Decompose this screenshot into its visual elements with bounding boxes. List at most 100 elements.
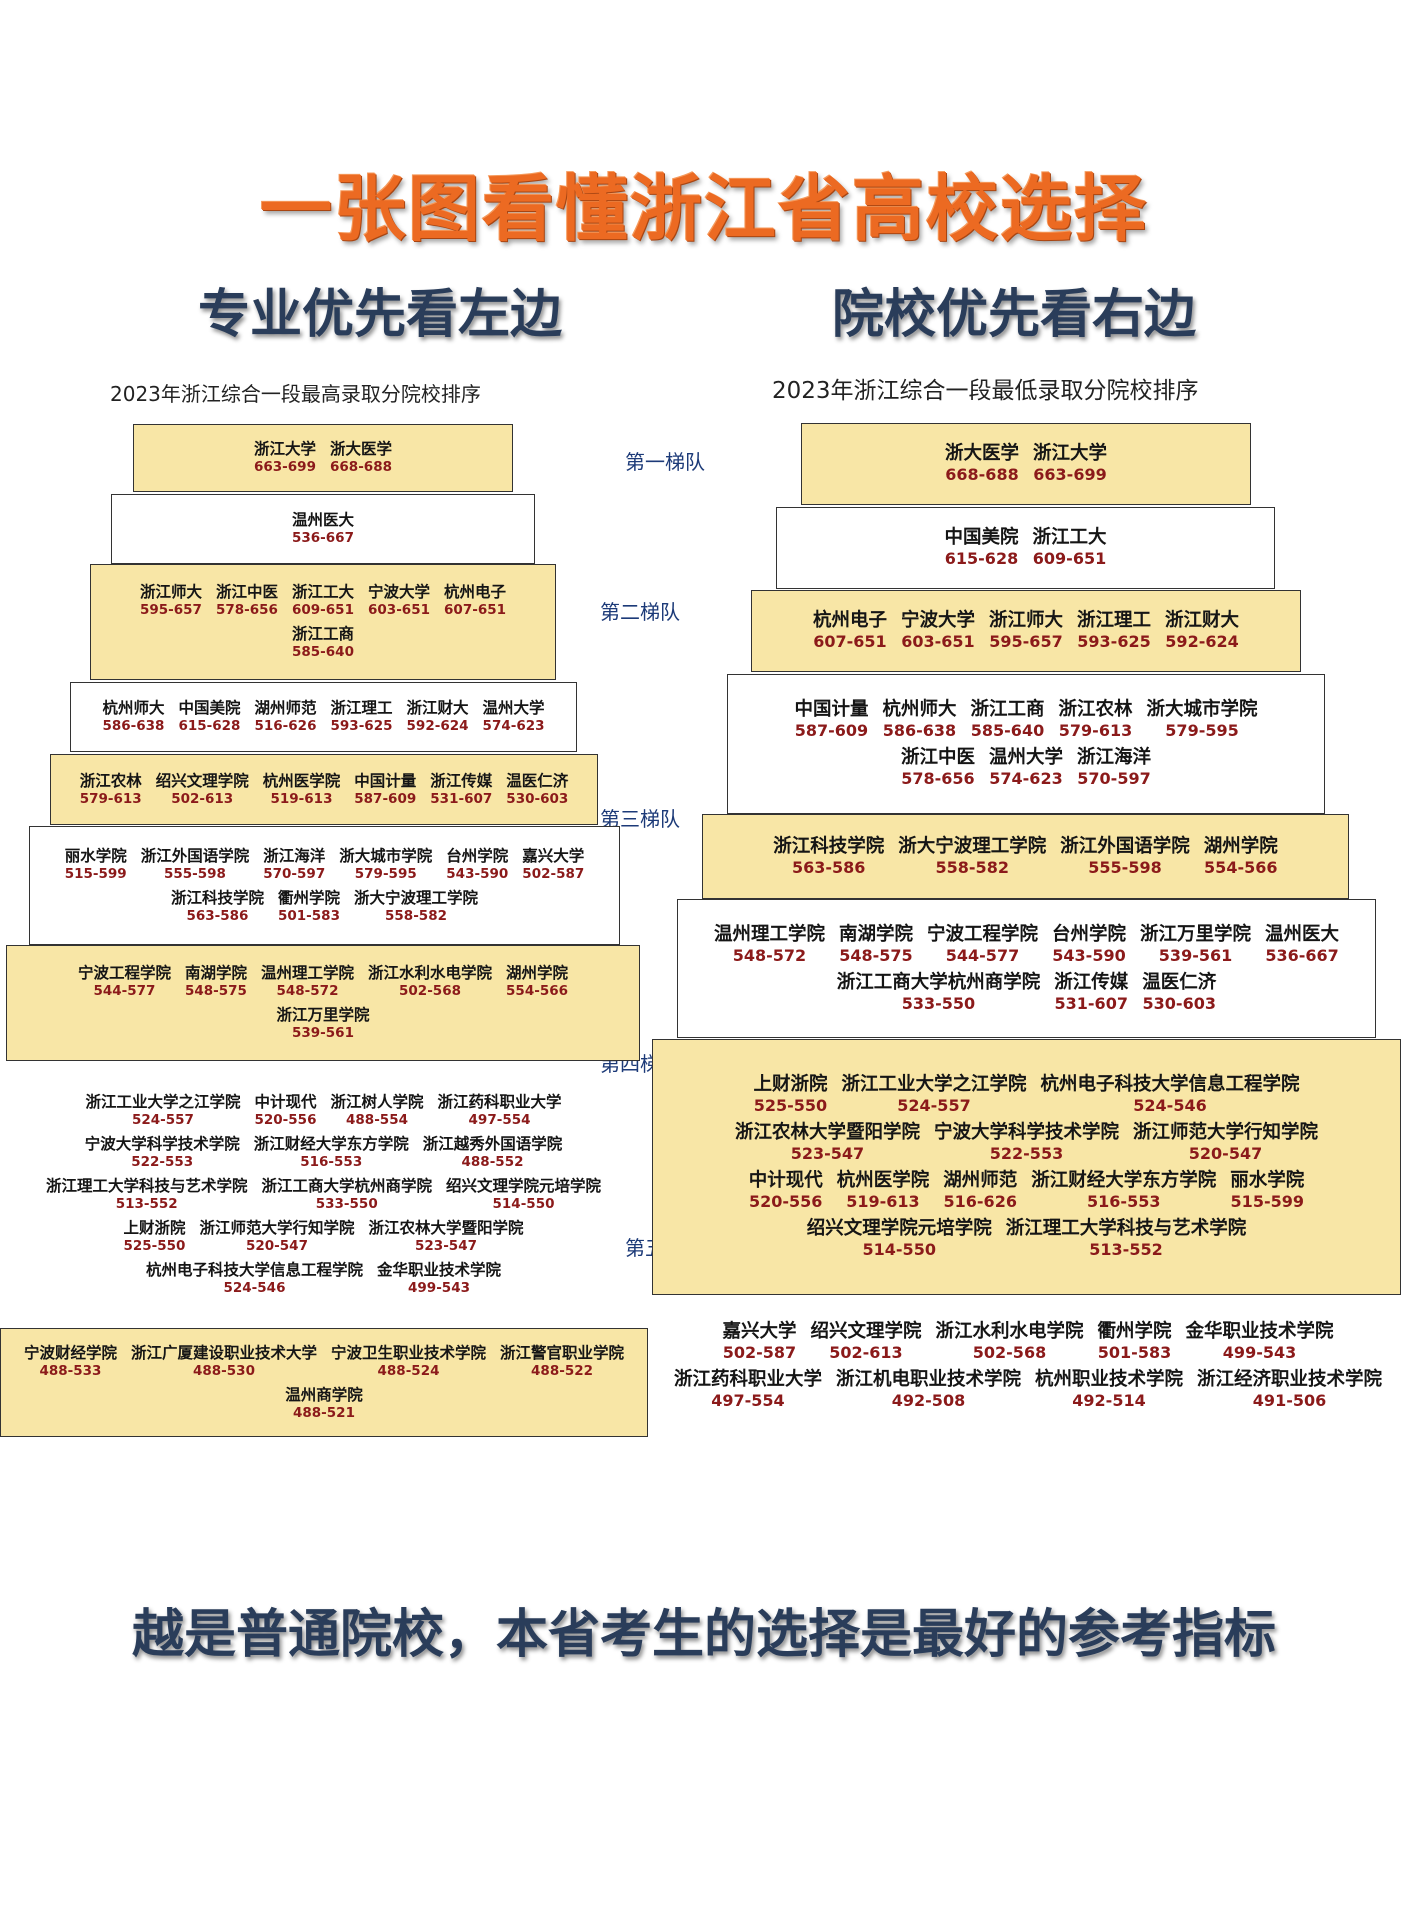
school-name: 浙江理工	[1077, 610, 1152, 631]
school-name: 杭州电子	[444, 583, 507, 601]
score-range: 530-603	[506, 790, 569, 807]
score-range: 563-586	[792, 857, 866, 877]
score-range: 525-550	[753, 1096, 828, 1115]
score-range: 516-553	[300, 1154, 363, 1170]
school-name: 浙江财经大学东方学院	[1031, 1170, 1217, 1191]
school-name: 中国计量	[794, 699, 869, 720]
school-name: 浙江科技学院	[170, 888, 264, 907]
school-name: 浙江大学	[253, 440, 316, 458]
school-name: 中国美院	[944, 527, 1019, 548]
school-name: 台州学院	[446, 846, 509, 865]
score-range: 548-575	[184, 983, 247, 999]
school-name: 温医仁济	[506, 771, 569, 790]
score-range: 668-688	[330, 459, 392, 475]
school-name: 丽水学院	[1230, 1170, 1305, 1191]
score-range: 595-657	[139, 602, 202, 618]
school-name: 浙江工商	[970, 699, 1045, 720]
score-range: 585-640	[970, 721, 1045, 740]
school-name: 浙江工商大学杭州商学院	[261, 1177, 432, 1195]
score-range: 554-566	[1204, 857, 1278, 877]
school-name: 上财浙院	[753, 1074, 828, 1095]
school-name: 南湖学院	[184, 964, 247, 982]
school-name: 杭州医学院	[836, 1170, 930, 1191]
score-range: 609-651	[292, 602, 354, 618]
score-range: 520-547	[1188, 1144, 1263, 1163]
score-range: 520-547	[246, 1238, 308, 1254]
school-name: 浙江药科职业大学	[437, 1093, 562, 1111]
school-name: 衢州学院	[277, 888, 340, 907]
school-name: 宁波大学	[900, 610, 975, 631]
score-range: 592-624	[406, 718, 469, 734]
score-range: 530-603	[1142, 993, 1216, 1013]
school-name: 杭州职业技术学院	[1035, 1368, 1184, 1390]
school-name: 中国美院	[178, 699, 241, 717]
score-range: 514-550	[862, 1240, 936, 1259]
school-name: 浙江财大	[406, 699, 469, 717]
score-range: 592-624	[1165, 632, 1239, 651]
score-range: 524-546	[1133, 1096, 1207, 1115]
school-name: 浙江广厦建设职业技术大学	[130, 1343, 317, 1362]
score-range: 663-699	[1033, 465, 1107, 484]
score-range: 543-590	[1052, 945, 1126, 965]
score-range: 519-613	[270, 790, 333, 807]
score-range: 579-595	[1165, 721, 1239, 740]
school-name: 嘉兴大学	[722, 1320, 797, 1342]
school-name: 金华职业技术学院	[1185, 1320, 1334, 1342]
school-name: 杭州电子	[812, 610, 887, 631]
footer-slogan: 越是普通院校，本省考生的选择是最好的参考指标	[131, 1605, 1276, 1665]
right-heading: 院校优先看右边	[831, 285, 1196, 345]
school-name: 杭州电子科技大学信息工程学院	[145, 1261, 363, 1279]
score-range: 587-609	[794, 721, 869, 740]
score-range: 524-557	[897, 1096, 971, 1115]
school-name: 浙大宁波理工学院	[898, 835, 1047, 857]
score-range: 488-522	[531, 1362, 593, 1379]
tier-label-1: 第一梯队	[625, 450, 705, 474]
school-name: 浙江工商	[291, 625, 354, 643]
score-range: 520-556	[748, 1192, 823, 1211]
score-range: 668-688	[945, 465, 1019, 484]
school-name: 浙江越秀外国语学院	[422, 1135, 563, 1153]
score-range: 555-598	[1088, 857, 1162, 877]
left-caption: 2023年浙江综合一段最高录取分院校排序	[110, 382, 481, 406]
score-range: 615-628	[178, 718, 241, 734]
score-range: 497-554	[711, 1390, 785, 1410]
school-name: 湖州学院	[506, 964, 569, 982]
school-name: 浙江警官职业学院	[500, 1343, 625, 1362]
